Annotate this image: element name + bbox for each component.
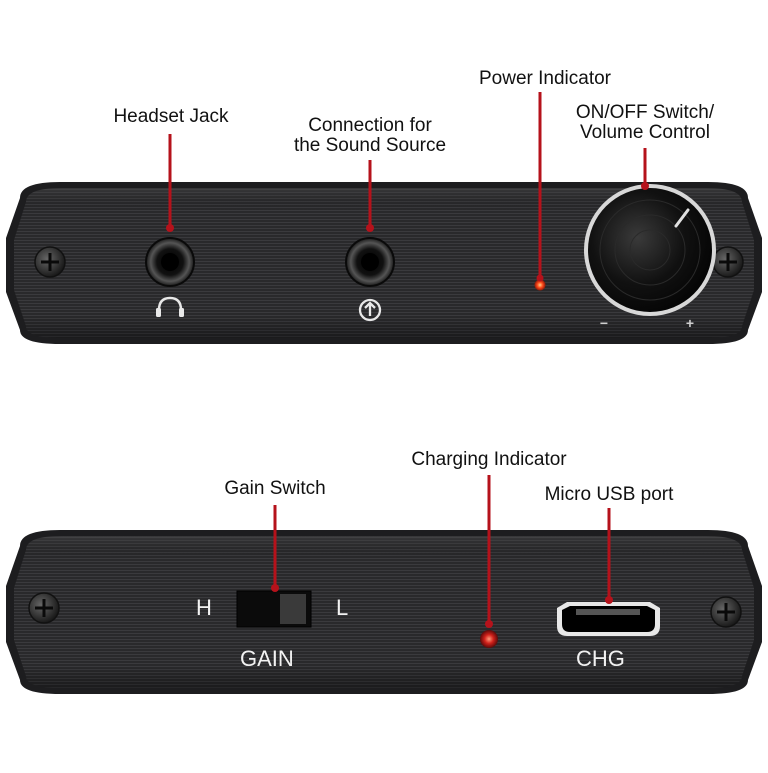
screw-icon: [28, 592, 60, 624]
micro-usb-port: [557, 602, 660, 636]
switch-label-line2: Volume Control: [580, 122, 710, 143]
usb-panel-label: CHG: [576, 646, 625, 671]
gain-switch[interactable]: [236, 590, 312, 628]
audio-input-icon: [358, 298, 382, 322]
bottom-leader-lines: [271, 475, 613, 628]
gain-panel-label: GAIN: [240, 646, 294, 671]
switch-label-line1: ON/OFF Switch/: [575, 102, 715, 123]
screw-icon: [710, 596, 742, 628]
gain-high-label: H: [196, 595, 212, 620]
top-panel: − +: [6, 182, 762, 344]
bottom-panel: [6, 530, 762, 694]
screw-icon: [34, 246, 66, 278]
charging-indicator-label: Charging Indicator: [411, 449, 567, 470]
top-leader-lines: [166, 92, 649, 282]
gain-switch-label: Gain Switch: [224, 478, 326, 499]
gain-low-label: L: [336, 595, 349, 620]
power-indicator-label: Power Indicator: [478, 68, 611, 89]
screw-icon: [712, 246, 744, 278]
headphones-icon: [156, 296, 184, 317]
headset-jack-label: Headset Jack: [113, 106, 229, 127]
sound-source-label-line1: Connection for: [308, 115, 432, 136]
power-indicator-led: [534, 279, 546, 291]
charging-indicator-led: [480, 630, 498, 648]
volume-knob[interactable]: [584, 184, 716, 316]
sound-source-label-line2: the Sound Source: [293, 135, 447, 156]
sound-source-jack: [345, 237, 395, 287]
volume-plus-label: +: [686, 315, 694, 331]
headset-jack: [145, 237, 195, 287]
micro-usb-label: Micro USB port: [544, 484, 674, 505]
volume-minus-label: −: [600, 315, 608, 331]
